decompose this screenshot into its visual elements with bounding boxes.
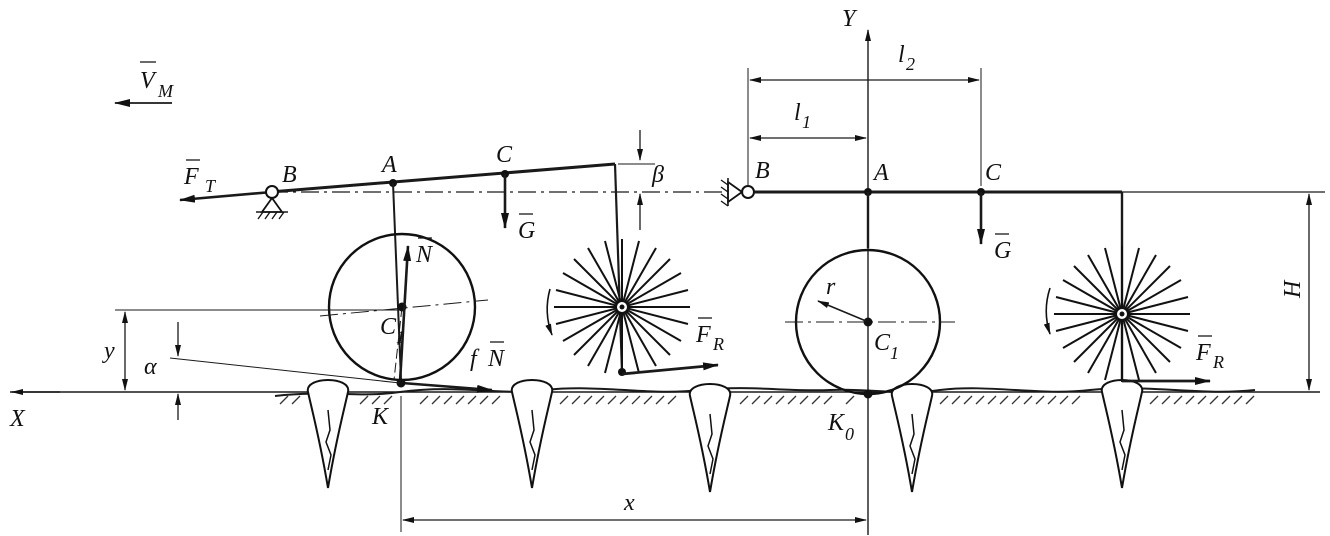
- velocity-vector: V M: [114, 61, 174, 107]
- wheel-right-center: [863, 317, 873, 327]
- plant-3: [688, 383, 732, 493]
- alpha-label: α: [144, 354, 157, 380]
- rotor-right-force-label: F: [1195, 340, 1211, 366]
- plant-2: [510, 379, 554, 489]
- contact-k: [396, 378, 406, 388]
- left-mechanism: F T B A C G β C 1: [102, 130, 750, 430]
- axis-y-label: Y: [842, 6, 858, 32]
- rotor-left-force-subscript: R: [712, 334, 724, 354]
- pivot-b-left: [256, 185, 288, 220]
- normal-force-label: N: [415, 242, 434, 268]
- radius-label: r: [826, 274, 836, 300]
- dimension-l1: l 1: [747, 68, 867, 186]
- beta-angle: β: [618, 130, 664, 230]
- rotor-left: [545, 239, 690, 375]
- traction-force-label: F: [183, 164, 199, 190]
- center-left-label: C: [380, 314, 397, 340]
- traction-force-subscript: T: [205, 176, 217, 196]
- point-b-right-label: B: [755, 158, 770, 184]
- dimension-x: x: [400, 396, 867, 532]
- point-c-right-label: C: [985, 160, 1002, 186]
- dim-x-label: x: [623, 490, 635, 516]
- beta-label: β: [651, 162, 664, 188]
- dim-l1-subscript: 1: [802, 112, 811, 132]
- dimension-l2: l 2: [749, 42, 982, 186]
- center-left-subscript: 1: [396, 327, 405, 347]
- contact-k0-label: K: [827, 410, 846, 436]
- axis-x: X: [9, 389, 60, 432]
- center-right-label: C: [874, 330, 891, 356]
- dimension-y: y: [102, 309, 400, 393]
- dimension-h: H: [1280, 193, 1312, 391]
- dim-l1-label: l: [794, 100, 801, 126]
- point-a-left-label: A: [380, 152, 397, 178]
- pivot-b-right: [720, 178, 755, 207]
- gravity-right-label: G: [994, 238, 1011, 264]
- friction-normal-label: N: [487, 346, 506, 372]
- plants: [306, 379, 1144, 493]
- rotor-left-force-label: F: [695, 322, 711, 348]
- dim-h-label: H: [1280, 279, 1306, 299]
- rotor-right: [1043, 246, 1190, 382]
- contact-k-label: K: [371, 404, 390, 430]
- gravity-left-label: G: [518, 218, 535, 244]
- contact-k0-subscript: 0: [845, 424, 854, 444]
- plant-5: [1100, 379, 1144, 489]
- axis-x-label: X: [9, 406, 26, 432]
- point-a-right-label: A: [872, 160, 889, 186]
- dim-l2-subscript: 2: [906, 54, 915, 74]
- right-mechanism: B A C G r C 1 K 0: [720, 158, 1325, 444]
- center-right-subscript: 1: [890, 343, 899, 363]
- dim-l2-label: l: [898, 42, 905, 68]
- alpha-angle: α: [144, 322, 401, 420]
- point-c-left-label: C: [496, 142, 513, 168]
- plant-4: [890, 383, 934, 493]
- contact-k0: [863, 389, 873, 399]
- velocity-label: V: [140, 68, 157, 94]
- rotor-right-force-subscript: R: [1212, 352, 1224, 372]
- plant-1: [306, 379, 350, 489]
- point-b-left-label: B: [282, 162, 297, 188]
- dim-y-label: y: [102, 338, 115, 364]
- velocity-subscript: M: [157, 81, 174, 101]
- friction-coeff-label: f: [470, 346, 480, 372]
- axis-y: Y: [842, 6, 871, 535]
